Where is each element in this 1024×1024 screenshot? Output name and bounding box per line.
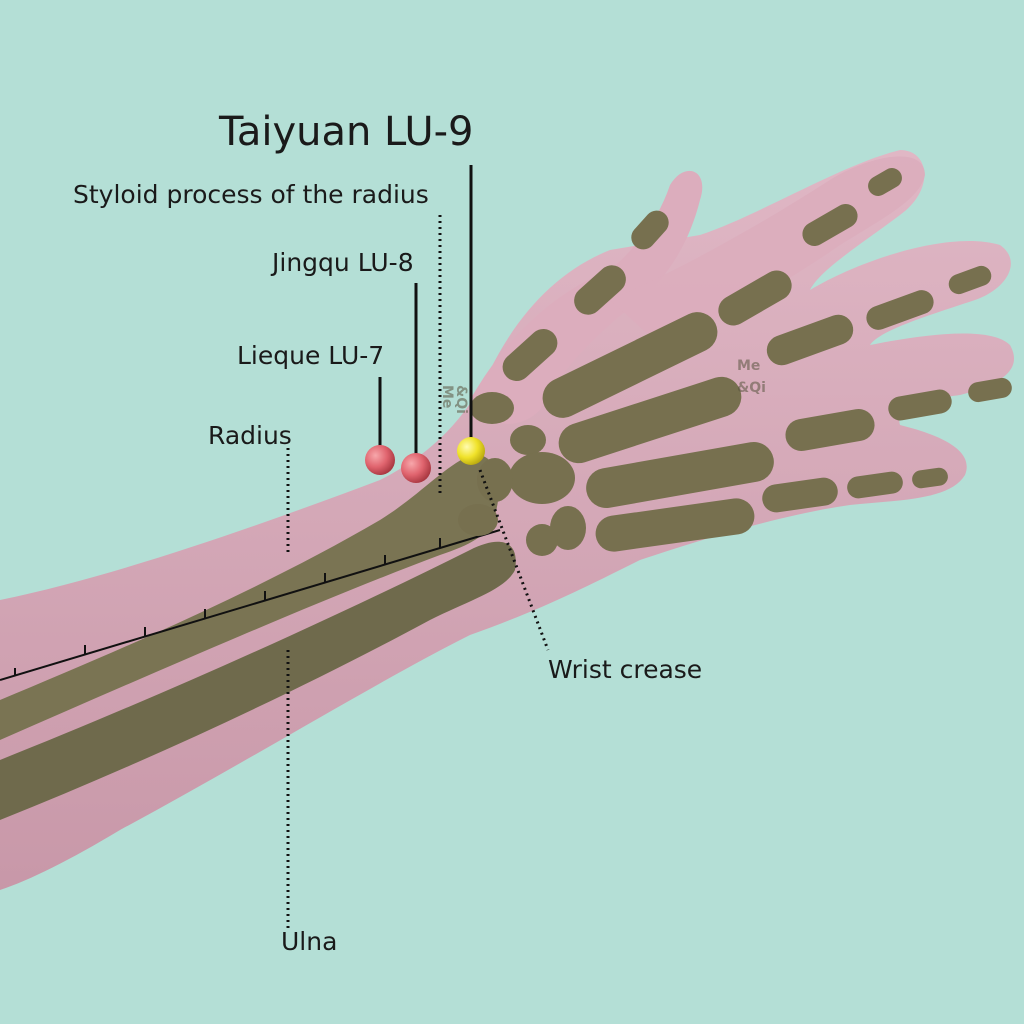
label-wrist-crease: Wrist crease <box>548 655 703 684</box>
label-taiyuan-lu9: Taiyuan LU-9 <box>219 109 474 155</box>
svg-text:&Qi: &Qi <box>737 380 766 396</box>
leader-lines <box>286 165 550 930</box>
leader-wrist-crease <box>478 469 550 651</box>
finger-bones <box>542 168 1012 552</box>
point-jingqu-lu8[interactable] <box>401 453 431 483</box>
label-lieque-lu7: Lieque LU-7 <box>237 341 385 370</box>
carpal-bones <box>458 392 586 556</box>
svg-text:&Qi: &Qi <box>453 385 469 414</box>
watermark-logo: Me &Qi Me &Qi <box>439 358 766 414</box>
label-styloid-process: Styloid process of the radius <box>73 180 429 209</box>
label-ulna: Ulna <box>281 927 338 956</box>
radius-bone <box>0 454 499 740</box>
forearm-skin <box>0 150 1015 890</box>
svg-text:Me: Me <box>439 385 455 408</box>
thumb-bones <box>502 210 669 382</box>
label-jingqu-lu8: Jingqu LU-8 <box>272 248 414 277</box>
label-radius: Radius <box>208 421 292 450</box>
ulna-bone <box>0 541 516 820</box>
index-finger-skin <box>610 156 925 345</box>
point-taiyuan-lu9[interactable] <box>457 437 485 465</box>
point-lieque-lu7[interactable] <box>365 445 395 475</box>
svg-text:Me: Me <box>737 358 760 374</box>
